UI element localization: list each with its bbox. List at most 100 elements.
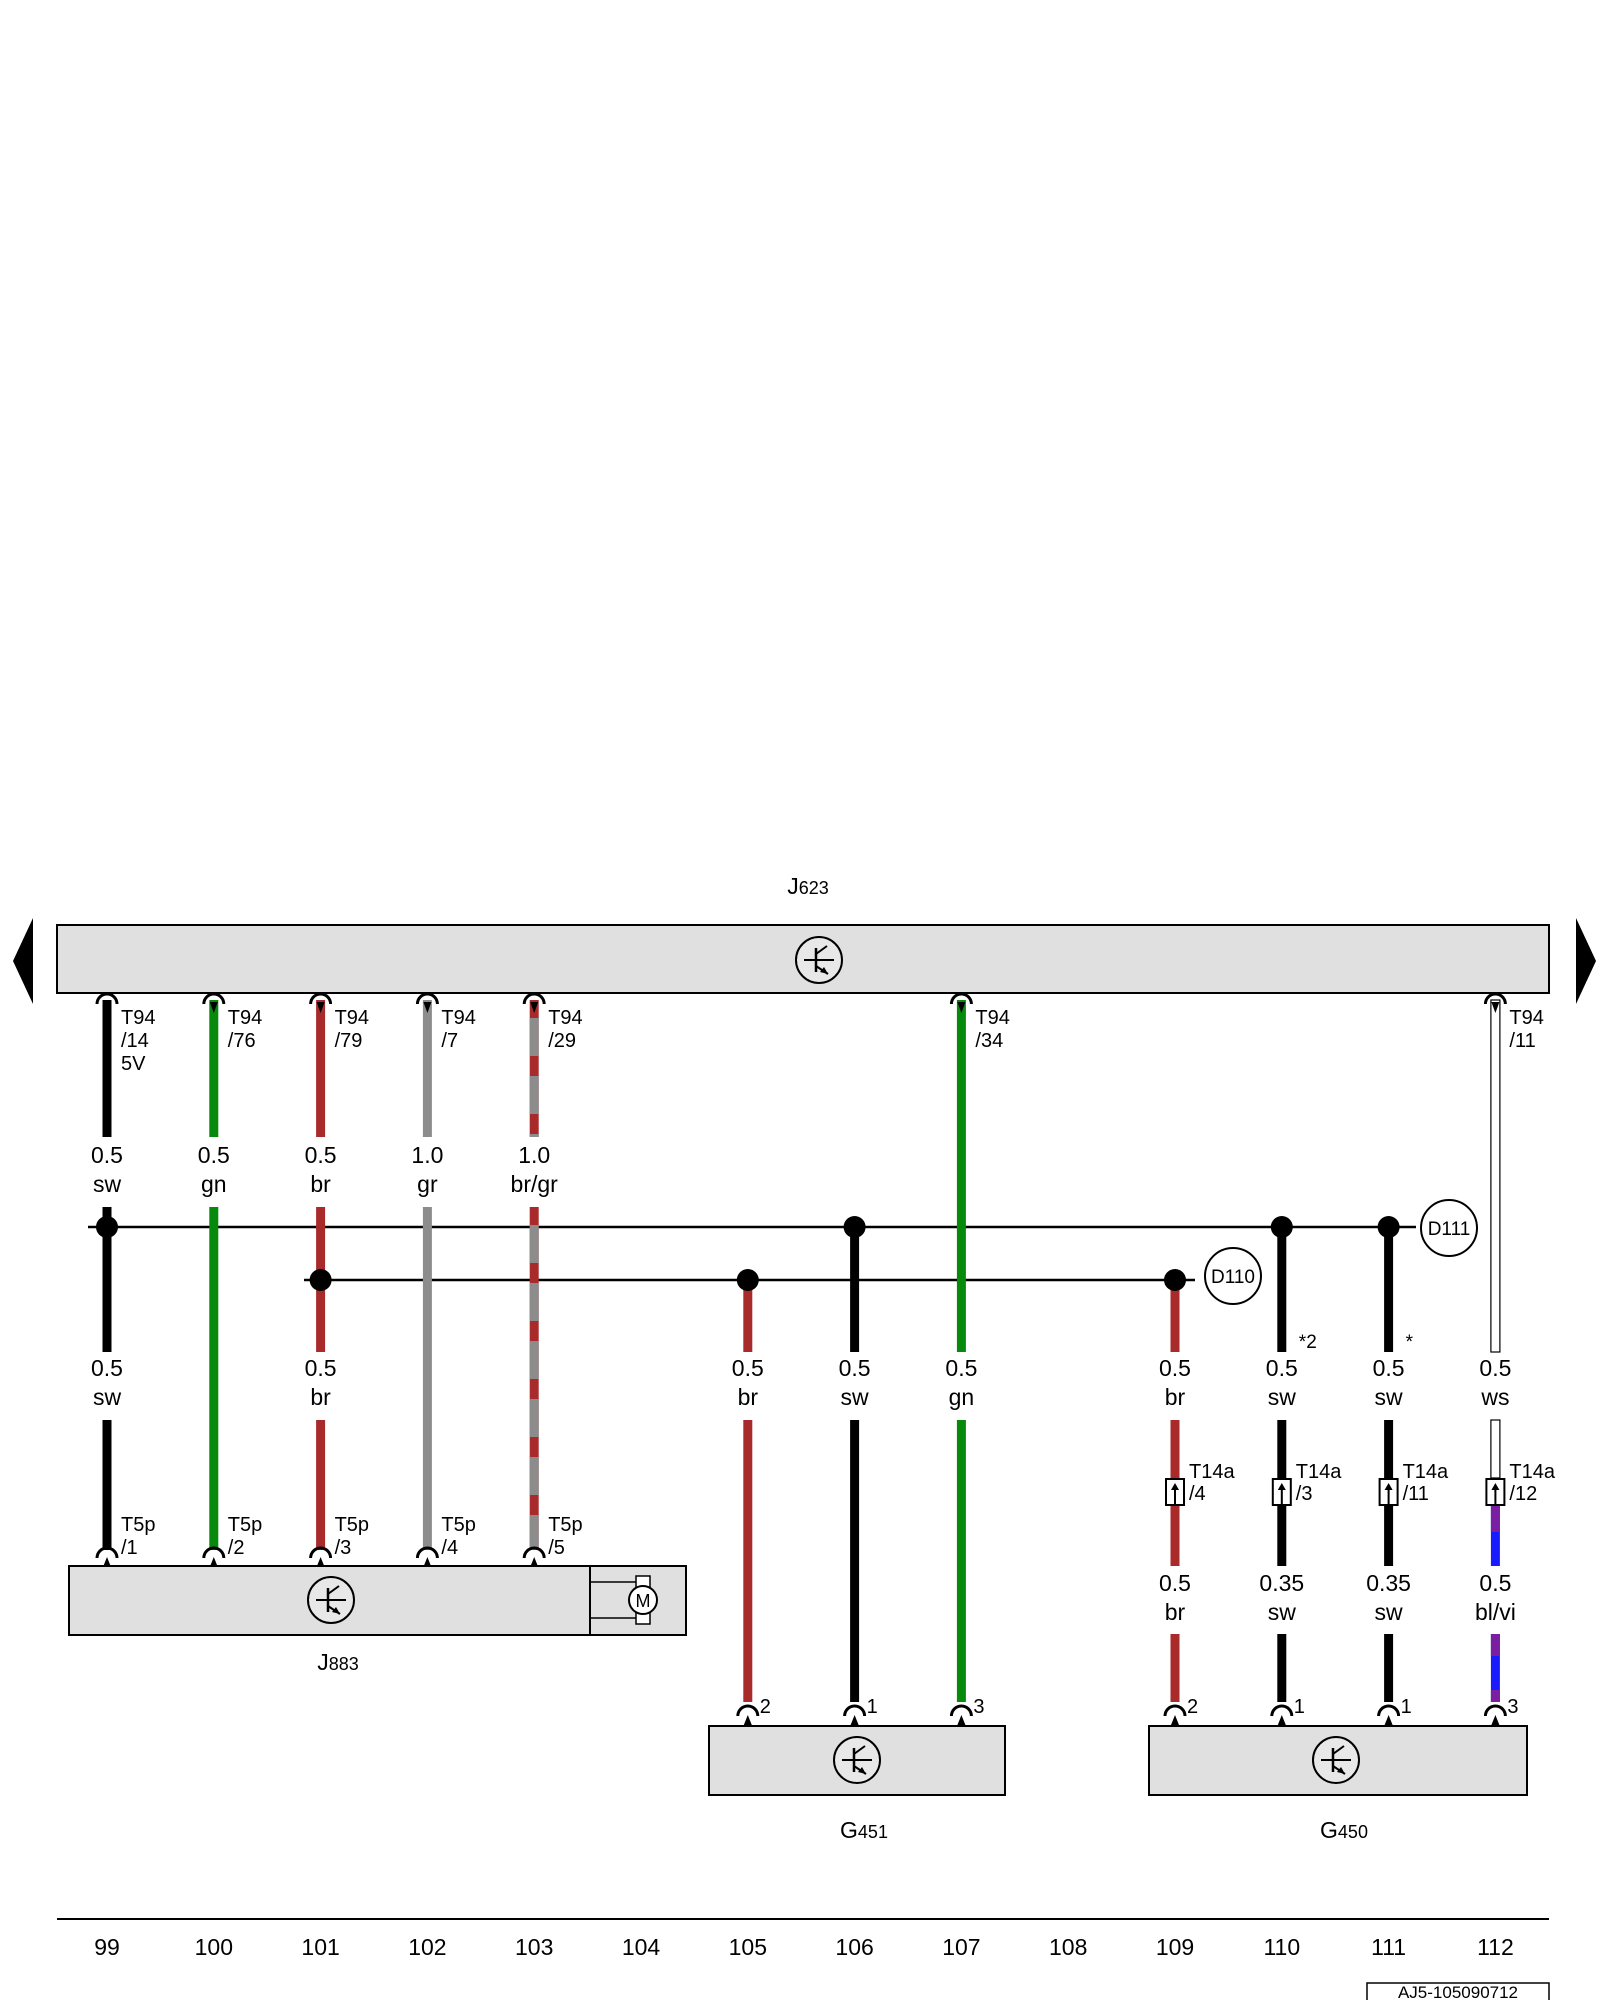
wire-note-111: * [1406, 1332, 1414, 1353]
pin-number: /11 [1403, 1483, 1429, 1505]
pin-arc [843, 1704, 867, 1717]
connector-name: T14a [1189, 1461, 1235, 1483]
pin-number: /79 [335, 1030, 363, 1052]
wire-color-label: br [1165, 1384, 1186, 1410]
pin-arrow [423, 1002, 432, 1013]
pin-t5p-99 [95, 1546, 119, 1567]
pin-sensor-106 [843, 1704, 867, 1725]
sensor-pin-number-110: 1 [1294, 1696, 1305, 1718]
connector-name: T5p [548, 1514, 582, 1536]
j883-label: J883 [317, 1649, 359, 1675]
wire-color-label: bl/vi [1475, 1599, 1516, 1625]
pin-arrow [1171, 1715, 1179, 1725]
wire-size-label: 0.5 [1479, 1570, 1511, 1596]
bus-d111-marker: D111 [1420, 1199, 1478, 1257]
sensor-pin-number-105: 2 [760, 1696, 771, 1718]
next-page-arrow-icon[interactable] [1576, 918, 1596, 1004]
t5p-pin-label-99: T5p/1 [121, 1514, 155, 1559]
pin-arc [309, 1546, 333, 1559]
pin-arc [736, 1704, 760, 1717]
pin-t5p-103 [522, 1546, 546, 1567]
pin-sensor-109 [1163, 1704, 1187, 1725]
pin-arrow [1384, 1715, 1393, 1725]
wire-size-label: 0.5 [1159, 1570, 1191, 1596]
t94-pin-label-101: T94/79 [335, 1007, 369, 1052]
t14a-pin-label-109: T14a/4 [1189, 1461, 1235, 1505]
column-number-103: 103 [515, 1934, 553, 1960]
wire-size-label: 0.5 [1373, 1355, 1405, 1381]
pin-t5p-102 [415, 1546, 439, 1567]
wire-size-label: 0.35 [1259, 1570, 1304, 1596]
wire-size-label: 0.5 [91, 1142, 123, 1168]
pin-t94-99 [95, 992, 119, 1013]
wires-layer: 0.5sw0.5gn0.5br1.0gr1.0br/gr0.5sw0.5br0.… [91, 992, 1556, 1725]
wire-label-mid-105: 0.5br [732, 1355, 764, 1410]
pin-arrow [530, 1002, 539, 1013]
pin-t5p-100 [202, 1546, 226, 1567]
wire-label-low-111: 0.35 sw [1366, 1570, 1411, 1625]
connector-name: T14a [1296, 1461, 1342, 1483]
pin-number: /11 [1509, 1030, 1535, 1052]
pin-t94-101 [309, 992, 333, 1013]
wire-color-label: gn [949, 1384, 975, 1410]
pin-arc [522, 1546, 546, 1559]
connector-name: T94 [121, 1007, 155, 1029]
splice-dot-d110-101 [309, 1269, 332, 1291]
t5p-pin-label-102: T5p/4 [441, 1514, 475, 1559]
component-g451: G451 [708, 1725, 1006, 1843]
wire-size-label: 1.0 [411, 1142, 443, 1168]
wire-color-label: sw [841, 1384, 870, 1410]
wire-size-label: 0.5 [1159, 1355, 1191, 1381]
pin-number: /29 [548, 1030, 576, 1052]
pin-arc [95, 1546, 119, 1559]
connector-name: T5p [335, 1514, 369, 1536]
column-number-110: 110 [1263, 1934, 1300, 1960]
wire-color-label: gr [417, 1171, 438, 1197]
column-number-102: 102 [408, 1934, 446, 1960]
wire-label-mid-106: 0.5sw [839, 1355, 871, 1410]
connector-name: T94 [441, 1007, 475, 1029]
t94-pin-label-107: T94/34 [975, 1007, 1009, 1052]
wire-label-top-101: 0.5 br [305, 1142, 337, 1197]
connector-t14a-111 [1378, 1478, 1399, 1506]
motor-icon: M [590, 1575, 658, 1625]
splice-dot-d111-99 [96, 1216, 118, 1238]
connector-arrow [1277, 1483, 1286, 1490]
wire-label-top-102: 1.0 gr [411, 1142, 443, 1197]
sensor-pin-number-112: 3 [1507, 1696, 1518, 1718]
pin-t94-112 [1483, 992, 1507, 1013]
wire-color-label: br [310, 1171, 331, 1197]
wire-color-label: sw [1268, 1384, 1297, 1410]
wire-size-label: 0.5 [305, 1142, 337, 1168]
connector-arrow [1384, 1483, 1393, 1490]
wire-label-mid-111: 0.5sw [1373, 1355, 1405, 1410]
pin-number: /14 [121, 1030, 149, 1052]
drawing-code: AJ5-105090712 [1398, 1983, 1518, 2000]
t5p-pin-label-100: T5p/2 [228, 1514, 262, 1559]
wire-color-label: sw [1375, 1599, 1404, 1625]
connector-name: T5p [441, 1514, 475, 1536]
wire-size-label: 0.35 [1366, 1570, 1411, 1596]
column-number-101: 101 [301, 1934, 339, 1960]
splice-dot-d111-106 [843, 1216, 866, 1238]
pin-arrow [423, 1557, 432, 1567]
sensor-pin-number-107: 3 [973, 1696, 984, 1718]
pin-number: /4 [441, 1537, 458, 1559]
column-number-109: 109 [1156, 1934, 1194, 1960]
pin-number: /4 [1189, 1483, 1206, 1505]
wire-note-110: *2 [1299, 1332, 1317, 1353]
wire-label-top-103: 1.0br/gr [511, 1142, 559, 1197]
pin-arrow [209, 1557, 218, 1567]
wire-color-label: br [1165, 1599, 1186, 1625]
wire-color-label: sw [93, 1384, 122, 1410]
drawing-code-box [1366, 1982, 1550, 2000]
previous-page-arrow-icon[interactable] [13, 918, 33, 1004]
pin-number: /3 [1296, 1483, 1313, 1505]
pin-sensor-110 [1270, 1704, 1294, 1725]
pin-arrow [316, 1002, 325, 1013]
wire-color-label: ws [1480, 1384, 1509, 1410]
wire-color-label: gn [201, 1171, 227, 1197]
t94-pin-label-112: T94/11 [1509, 1007, 1543, 1052]
